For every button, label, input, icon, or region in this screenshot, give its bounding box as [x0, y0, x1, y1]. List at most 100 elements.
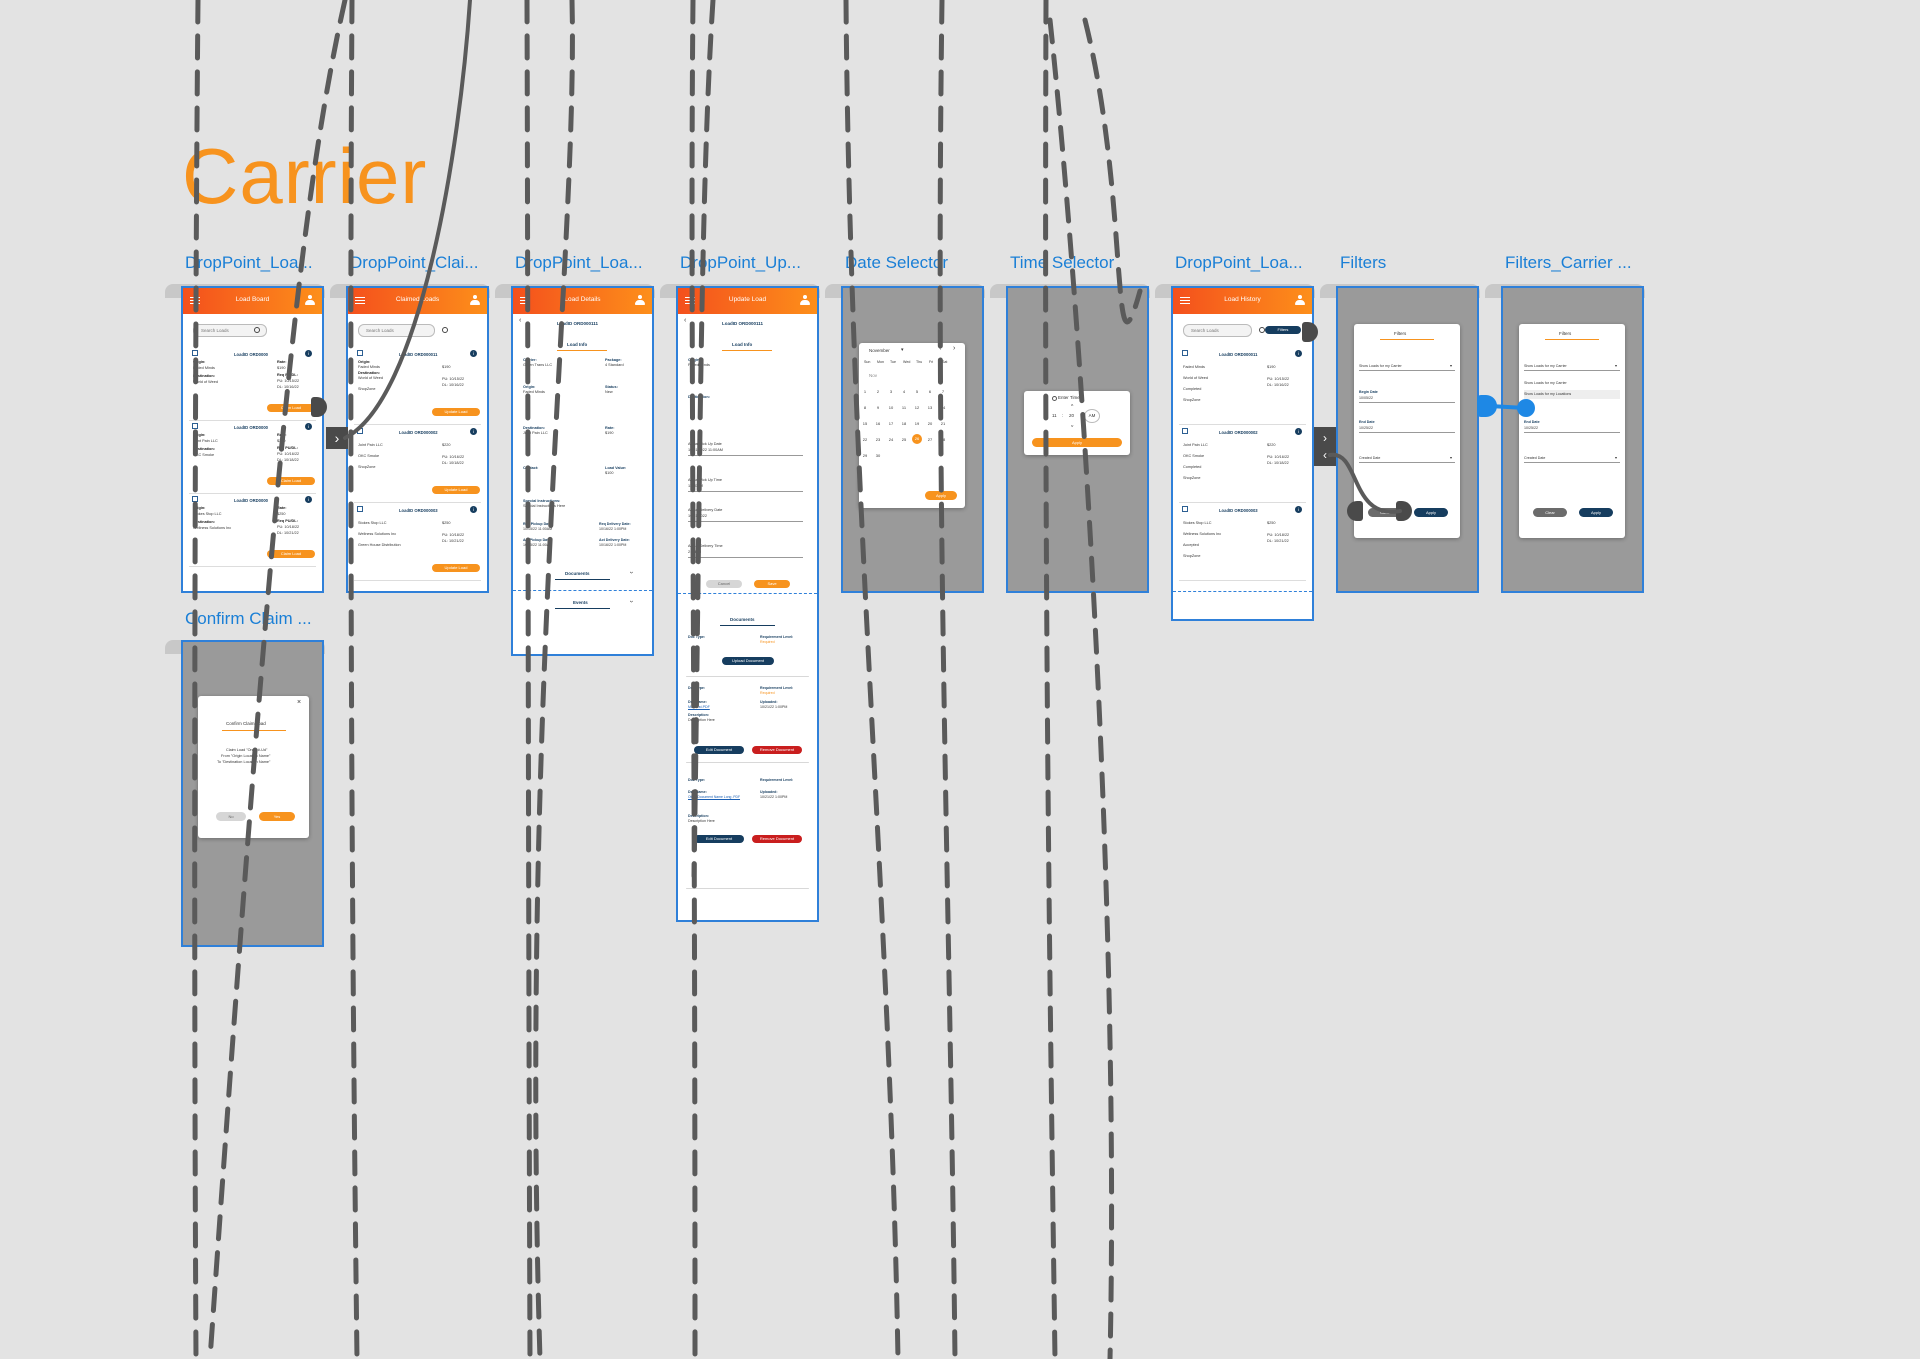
search-input[interactable]: Search Loads: [1183, 324, 1265, 337]
pickup-date-field[interactable]: [688, 454, 803, 456]
prototype-link-handle[interactable]: [1477, 395, 1497, 417]
edit-icon[interactable]: [357, 506, 363, 512]
show-locations-option[interactable]: Show Loads for my Locations: [1524, 392, 1572, 396]
chevron-down-icon[interactable]: ▾: [1450, 455, 1453, 460]
doc-name-link[interactable]: Other Document Name Long .PDF: [688, 795, 741, 799]
calendar-day[interactable]: 16: [875, 421, 881, 426]
info-icon[interactable]: i: [305, 423, 312, 430]
minute-down-icon[interactable]: ^: [1071, 421, 1074, 427]
yes-button[interactable]: Yes: [259, 812, 295, 821]
calendar-day[interactable]: 11: [901, 405, 907, 410]
end-date-value[interactable]: 10/25/22: [1359, 426, 1373, 430]
artboard-label-date-selector[interactable]: Date Selector: [845, 253, 948, 272]
edit-document-button[interactable]: Edit Document: [694, 835, 744, 843]
begin-date-value[interactable]: 10/05/22: [1359, 396, 1373, 400]
close-icon[interactable]: ×: [297, 699, 302, 706]
artboard-label-load-details[interactable]: DropPoint_Loa...: [515, 253, 643, 272]
calendar-day[interactable]: 14: [940, 405, 946, 410]
info-icon[interactable]: i: [470, 350, 477, 357]
hour-value[interactable]: 11: [1052, 413, 1057, 418]
pickup-time-field[interactable]: [688, 490, 803, 492]
artboard-load-board[interactable]: Load Board Search Loads LoadID ORD0000 i…: [181, 286, 324, 593]
filters-modal[interactable]: Filters Show Loads for my Carrier ▾ Show…: [1519, 324, 1625, 538]
edit-icon[interactable]: [357, 428, 363, 434]
link-arrow-icon[interactable]: ›: [1314, 427, 1336, 449]
calendar-day[interactable]: 21: [940, 421, 946, 426]
created-date-field[interactable]: [1359, 462, 1455, 463]
edit-icon[interactable]: [192, 423, 198, 429]
events-section[interactable]: Events: [573, 600, 588, 605]
remove-document-button[interactable]: Remove Document: [752, 835, 802, 843]
upload-document-button[interactable]: Upload Document: [722, 657, 774, 665]
show-carrier-option[interactable]: Show Loads for my Carrier: [1524, 381, 1567, 385]
end-date-field[interactable]: [1524, 432, 1620, 433]
calendar-day[interactable]: 20: [927, 421, 933, 426]
calendar-day[interactable]: 19: [914, 421, 920, 426]
info-icon[interactable]: i: [305, 350, 312, 357]
calendar-day[interactable]: 30: [875, 453, 881, 458]
load-card[interactable]: LoadID ORD000003 i Stokes Stop LLC Welln…: [1179, 506, 1306, 581]
calendar-day[interactable]: 9: [876, 405, 880, 410]
calendar-day[interactable]: 13: [927, 405, 933, 410]
apply-button[interactable]: Apply: [1032, 438, 1122, 447]
load-card[interactable]: LoadID ORD000011 i Faded Minds World of …: [1179, 350, 1306, 425]
show-carrier-select[interactable]: Show Loads for my Carrier: [1359, 364, 1402, 368]
search-icon[interactable]: [1259, 327, 1265, 333]
calendar-day[interactable]: 8: [863, 405, 867, 410]
confirm-claim-modal[interactable]: × Confirm Claim Load Claim Load "OrdID#-…: [198, 696, 309, 838]
user-icon[interactable]: [800, 295, 810, 306]
artboard-update-load[interactable]: Update Load ‹ LoadID ORD000111 Load Info…: [676, 286, 819, 922]
calendar-day[interactable]: 7: [941, 389, 945, 394]
artboard-label-load-history[interactable]: DropPoint_Loa...: [1175, 253, 1303, 272]
artboard-date-selector[interactable]: November ▾ ‹ › Sun Mon Tue Wed Thu Fri S…: [841, 286, 984, 593]
apply-button[interactable]: Apply: [925, 491, 957, 500]
menu-icon[interactable]: [1180, 297, 1190, 304]
calendar-day[interactable]: 1: [863, 389, 867, 394]
info-icon[interactable]: i: [1295, 428, 1302, 435]
chevron-down-icon[interactable]: ›: [627, 571, 635, 574]
connector-handle[interactable]: [311, 397, 327, 417]
calendar-day[interactable]: 5: [915, 389, 919, 394]
artboard-confirm-claim[interactable]: × Confirm Claim Load Claim Load "OrdID#-…: [181, 640, 324, 947]
created-date-field[interactable]: [1524, 462, 1620, 463]
artboard-label-confirm-claim[interactable]: Confirm Claim ...: [185, 609, 312, 628]
artboard-label-time-selector[interactable]: Time Selector: [1010, 253, 1115, 272]
search-input[interactable]: Search Loads: [193, 324, 267, 337]
apply-button[interactable]: Apply: [1579, 508, 1613, 517]
artboard-filters[interactable]: Filters Show Loads for my Carrier ▾ Begi…: [1336, 286, 1479, 593]
info-icon[interactable]: i: [470, 428, 477, 435]
calendar-day[interactable]: 26: [912, 434, 922, 444]
chevron-down-icon[interactable]: ▾: [1615, 363, 1618, 368]
calendar-day[interactable]: 25: [901, 437, 907, 442]
calendar-day[interactable]: 18: [901, 421, 907, 426]
load-card[interactable]: LoadID ORD0000 i Origin: Faded Minds Des…: [189, 350, 316, 421]
edit-icon[interactable]: [192, 496, 198, 502]
calendar-day[interactable]: 27: [927, 437, 933, 442]
chevron-down-icon[interactable]: ▾: [1615, 455, 1618, 460]
edit-icon[interactable]: [192, 350, 198, 356]
update-load-button[interactable]: Update Load: [432, 408, 480, 416]
edit-icon[interactable]: [1182, 350, 1188, 356]
artboard-label-load-board[interactable]: DropPoint_Loa...: [185, 253, 313, 272]
edit-icon[interactable]: [1182, 428, 1188, 434]
cancel-button[interactable]: Cancel: [706, 580, 742, 588]
calendar-day[interactable]: 10: [888, 405, 894, 410]
calendar-day[interactable]: 29: [862, 453, 868, 458]
chevron-down-icon[interactable]: ›: [627, 600, 635, 603]
search-icon[interactable]: [442, 327, 448, 333]
user-icon[interactable]: [305, 295, 315, 306]
artboard-load-history[interactable]: Load History Search Loads Filters LoadID…: [1171, 286, 1314, 621]
info-icon[interactable]: i: [1295, 350, 1302, 357]
time-picker-modal[interactable]: Enter Time ^ 11 : 20 AM ^ Apply: [1024, 391, 1130, 455]
edit-document-button[interactable]: Edit Document: [694, 746, 744, 754]
month-dropdown[interactable]: November: [869, 348, 890, 353]
calendar-day[interactable]: 15: [862, 421, 868, 426]
load-card[interactable]: LoadID ORD0000 i Origin: Stokes Stop LLC…: [189, 496, 316, 567]
minute-up-icon[interactable]: ^: [1071, 404, 1074, 410]
edit-icon[interactable]: [1182, 506, 1188, 512]
link-back-icon[interactable]: ‹: [1314, 444, 1336, 466]
show-carrier-field[interactable]: [1524, 370, 1620, 371]
remove-document-button[interactable]: Remove Document: [752, 746, 802, 754]
user-icon[interactable]: [1295, 295, 1305, 306]
load-card[interactable]: LoadID ORD000002 i Joint Pain LLC OKC Sm…: [354, 428, 481, 503]
